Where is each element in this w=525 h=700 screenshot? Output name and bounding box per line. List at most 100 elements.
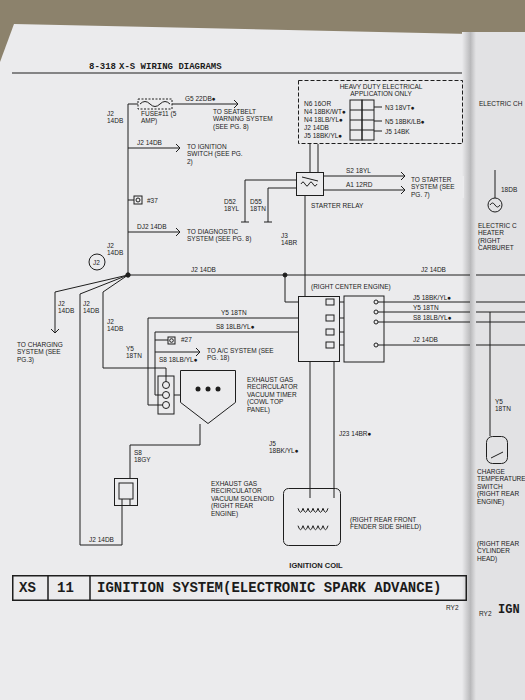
wire-label: 18DB xyxy=(500,186,518,193)
ignition-coil: (RIGHT REAR FRONT FENDER SIDE SHIELD)IGN… xyxy=(283,488,341,546)
wire-label: Y5 18TN xyxy=(494,398,516,413)
symbol-stroke xyxy=(326,315,334,321)
node-sublabel: IGNITION SYSTEM(ELECTRONIC SPARK ADVANCE… xyxy=(96,580,442,596)
symbol-stroke xyxy=(297,173,324,196)
wire-label: J2 14DB xyxy=(88,536,115,543)
wires xyxy=(476,275,525,345)
egr-vacuum-timer: EXHAUST GAS RECIRCULATOR VACUUM TIMER (C… xyxy=(180,370,236,424)
symbol-stroke xyxy=(122,499,130,506)
symbol-stroke xyxy=(284,489,341,546)
wires xyxy=(168,337,175,344)
symbol-stroke xyxy=(298,526,328,530)
symbol-stroke xyxy=(487,437,508,464)
wires xyxy=(155,340,168,341)
wires xyxy=(310,144,318,172)
symbol-stroke xyxy=(299,81,463,144)
wires xyxy=(155,348,200,356)
wires xyxy=(374,107,382,131)
node-outline xyxy=(486,436,508,464)
wire-label: N4 18BK/WT● xyxy=(303,108,347,115)
node-label: CHARGE TEMPERATURE SWITCH (RIGHT REAR EN… xyxy=(476,468,522,505)
wires xyxy=(490,312,491,436)
symbol-stroke xyxy=(216,386,221,391)
wire-label: J5 14BK xyxy=(384,128,411,135)
node-sublabel: 11 xyxy=(56,580,75,596)
symbol-stroke xyxy=(302,177,318,181)
wire-connector xyxy=(334,362,335,488)
page-header: X-S WIRING DIAGRAMS xyxy=(118,62,223,72)
wire-label: N6 16OR xyxy=(303,100,332,107)
destination-note: TO STARTER SYSTEM (SEE PG. 7) xyxy=(410,176,464,198)
wires xyxy=(264,188,296,222)
paper xyxy=(470,32,525,700)
node-label: (RIGHT CENTER ENGINE) xyxy=(310,283,392,290)
node-sublabel: IGNITION COIL xyxy=(265,562,367,571)
node-label: EXHAUST GAS RECIRCULATOR VACUUM TIMER (C… xyxy=(246,376,304,413)
destination-note: TO CHARGING SYSTEM (SEE PG.3) xyxy=(16,341,76,363)
wires xyxy=(136,198,140,202)
symbol-stroke xyxy=(48,575,90,601)
wires xyxy=(12,72,462,73)
wire-label: J2 14DB xyxy=(303,124,330,131)
paper xyxy=(0,24,470,700)
symbol-stroke xyxy=(119,483,133,499)
wire-tag: J2 xyxy=(92,259,101,266)
destination-note: TO SEATBELT WARNING SYSTEM (SEE PG. 8) xyxy=(212,108,286,130)
wire-label: N5 18BK/LB● xyxy=(384,118,426,125)
wires xyxy=(51,275,128,333)
node-outline xyxy=(296,172,324,196)
node-label: STARTER RELAY xyxy=(310,202,364,209)
fuse-label: FUSE#11 (5 AMP) xyxy=(140,110,178,125)
wire-label: S8 18LB/YL● xyxy=(158,356,199,363)
page-number: 8-318 xyxy=(88,62,117,72)
wires xyxy=(128,100,238,108)
egr-vacuum-solenoid: EXHAUST GAS RECIRCULATOR VACUUM SOLENOID… xyxy=(114,478,138,506)
wires xyxy=(374,320,378,324)
symbol-stroke xyxy=(299,297,340,362)
wire-label: A1 12RD xyxy=(345,181,373,188)
wire-label: J2 14DB xyxy=(106,242,126,257)
wire-label: J2 14DB xyxy=(412,336,439,343)
wires xyxy=(163,402,170,409)
component-label: ELECTRIC CH xyxy=(478,100,523,107)
wires xyxy=(138,99,172,109)
page-code: RY2 xyxy=(445,604,460,611)
wires xyxy=(490,203,500,207)
wires xyxy=(163,392,170,399)
wires xyxy=(488,198,502,212)
component-label: ELECTRIC C HEATER (RIGHT CARBURET xyxy=(477,222,523,252)
wire-label: J2 14DB xyxy=(420,266,447,273)
wires xyxy=(103,275,166,382)
wire-label: G5 22DB● xyxy=(184,95,217,102)
wire-label: J3 14BR xyxy=(280,232,302,247)
symbol-stroke xyxy=(13,576,467,601)
wire-label: J23 14BR● xyxy=(338,430,374,437)
wires xyxy=(128,275,470,276)
wire-label: J2 14DB xyxy=(106,110,126,125)
symbol-stroke xyxy=(196,386,201,391)
wire-label: J5 18BK/YL● xyxy=(303,132,343,139)
wires xyxy=(174,395,180,396)
symbol-stroke xyxy=(310,488,334,498)
symbol-stroke xyxy=(181,371,236,424)
node-outline xyxy=(114,478,138,506)
wires xyxy=(170,339,174,343)
wires xyxy=(134,196,142,204)
wire-connector xyxy=(130,424,200,478)
node-label: XS xyxy=(18,580,37,596)
wire-label: S8 18GY xyxy=(133,449,155,464)
paper xyxy=(0,24,525,700)
node-outline xyxy=(283,488,341,546)
wire-label: N3 18VT● xyxy=(384,104,416,111)
wires xyxy=(350,110,374,130)
wire-label: J2 14DB xyxy=(190,266,217,273)
symbol-stroke xyxy=(301,182,317,186)
node-label: EXHAUST GAS RECIRCULATOR VACUUM SOLENOID… xyxy=(210,480,280,517)
symbol-stroke xyxy=(326,342,334,348)
charge-temperature-switch: CHARGE TEMPERATURE SWITCH (RIGHT REAR EN… xyxy=(486,436,508,464)
wires xyxy=(340,302,344,345)
wire-label: N4 18LB/YL● xyxy=(303,116,344,123)
page-heading: IGN xyxy=(497,604,521,618)
wires xyxy=(140,102,170,107)
wire-label: Y5 18TN xyxy=(220,309,248,316)
